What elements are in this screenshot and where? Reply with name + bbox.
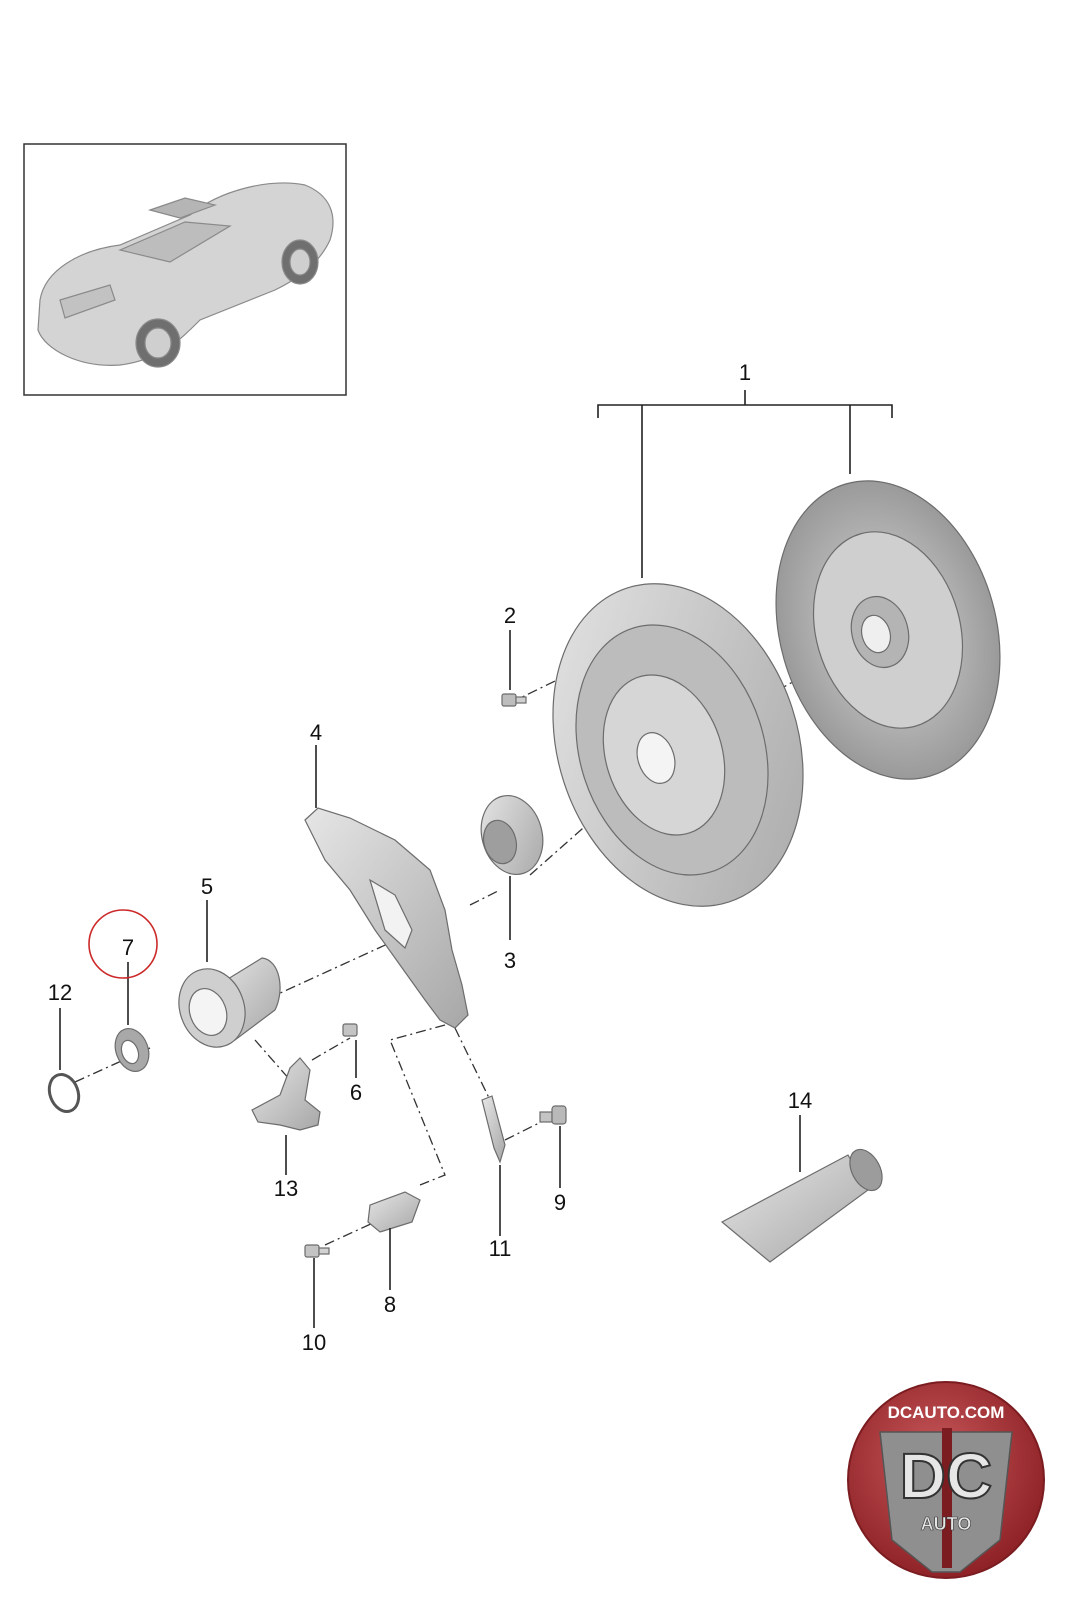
release-bearing-3: [480, 794, 544, 876]
bracket-1: [597, 390, 893, 578]
leader-lines: [59, 630, 801, 1328]
callout-7: 7: [122, 935, 134, 960]
highlight-circle: [88, 909, 158, 979]
callout-2: 2: [504, 603, 516, 628]
bolt-6: [342, 1023, 358, 1037]
callout-5: 5: [201, 874, 213, 899]
sensor-8: [367, 1191, 421, 1233]
dcauto-logo: DCAUTO.COM DC AUTO: [847, 1381, 1045, 1579]
bolt-9: [539, 1105, 567, 1125]
logo-site-text: DCAUTO.COM: [888, 1403, 1005, 1422]
callout-1: 1: [739, 360, 751, 385]
callout-8: 8: [384, 1292, 396, 1317]
callout-11: 11: [489, 1236, 512, 1261]
callout-labels: 1 2 3 4 5 6 7 8 9 10 11 12 13 14: [48, 360, 812, 1355]
o-ring-12: [47, 1073, 81, 1113]
pressure-plate: [552, 583, 804, 907]
car-illustration: [37, 182, 334, 368]
logo-brand-text: DC: [900, 1440, 992, 1512]
bolt-2: [501, 693, 527, 707]
callout-3: 3: [504, 948, 516, 973]
callout-12: 12: [48, 980, 72, 1005]
clutch-disc: [775, 480, 1001, 780]
vehicle-thumbnail: [23, 143, 347, 396]
release-lever-4: [304, 807, 469, 1029]
bolt-10: [304, 1244, 330, 1258]
guide-sleeve-5: [178, 957, 281, 1048]
callout-4: 4: [310, 720, 322, 745]
callout-9: 9: [554, 1190, 566, 1215]
callout-14: 14: [788, 1088, 812, 1113]
bracket-13: [251, 1057, 321, 1131]
callout-6: 6: [350, 1080, 362, 1105]
logo-sub-text: AUTO: [921, 1514, 972, 1534]
callout-13: 13: [274, 1176, 298, 1201]
grease-tube-14: [720, 1148, 883, 1263]
seal-7: [114, 1028, 150, 1072]
spring-clip-11: [481, 1095, 506, 1164]
callout-10: 10: [302, 1330, 326, 1355]
